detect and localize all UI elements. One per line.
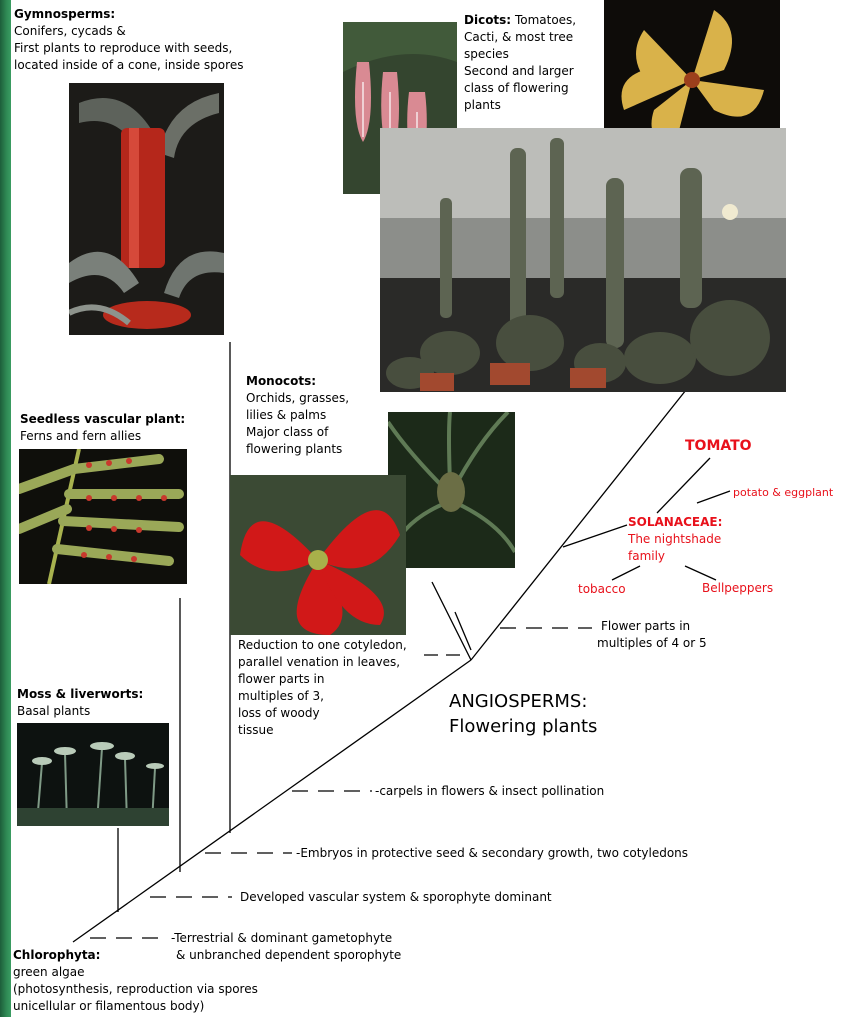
- monocots-line-3: Major class of: [246, 425, 329, 439]
- monocot-traits-line-6: tissue: [238, 723, 274, 737]
- monocot-traits-line-1: Reduction to one cotyledon,: [238, 638, 407, 652]
- monocot-branch-line: [431, 581, 472, 661]
- potato-eggplant-label: potato & eggplant: [733, 486, 834, 499]
- dicots-line-5: class of flowering: [464, 81, 569, 95]
- angiosperms-line-2: Flowering plants: [449, 716, 598, 737]
- left-edge-stripe: [0, 0, 11, 1017]
- chlorophyta-line-1: green algae: [13, 965, 85, 979]
- embryos-trait: -Embryos in protective seed & secondary …: [296, 846, 689, 860]
- seedless-title: Seedless vascular plant:: [20, 412, 186, 426]
- solanaceae-line-1: The nightshade: [628, 532, 722, 546]
- tomato-label: TOMATO: [685, 438, 752, 454]
- moss-line-1: Basal plants: [17, 704, 91, 718]
- dicots-line-4: Second and larger: [464, 64, 574, 78]
- gymnosperms-label: Gymnosperms: Conifers, cycads & First pl…: [14, 6, 243, 74]
- bellpeppers-label: Bellpeppers: [702, 581, 774, 595]
- solanaceae-line-2: family: [628, 549, 666, 563]
- tobacco-link-line: [611, 565, 641, 581]
- dicots-title: Dicots:: [464, 13, 512, 27]
- gymnosperm-cycad-photo: [69, 83, 224, 335]
- monocot-connector-line: [454, 611, 472, 651]
- seedless-vascular-label: Seedless vascular plant: Ferns and fern …: [20, 411, 185, 445]
- monocot-traits-line-2: parallel venation in leaves,: [238, 655, 401, 669]
- chlorophyta-line-3: unicellular or filamentous body): [13, 999, 205, 1013]
- dicots-line-6: plants: [464, 98, 501, 112]
- dicot-flower-trait-line-1: Flower parts in: [601, 619, 691, 633]
- solanaceae-label: SOLANACEAE: The nightshade family: [628, 514, 722, 565]
- chlorophyta-title: Chlorophyta:: [13, 948, 101, 962]
- gymnosperms-line-1: Conifers, cycads &: [14, 24, 126, 38]
- monocots-line-2: lilies & palms: [246, 408, 327, 422]
- moss-liverwort-photo: [17, 723, 169, 826]
- vascular-trait: Developed vascular system & sporophyte d…: [240, 890, 552, 904]
- monocot-traits-line-5: loss of woody: [238, 706, 320, 720]
- terrestrial-trait-line-1: -Terrestrial & dominant gametophyte: [171, 931, 393, 945]
- seedless-line-1: Ferns and fern allies: [20, 429, 142, 443]
- dicot-flower-trait-line-2: multiples of 4 or 5: [597, 636, 707, 650]
- monocot-traits-line-3: flower parts in: [238, 672, 325, 686]
- solanaceae-link-line: [562, 524, 628, 548]
- dicots-line-2: Cacti, & most tree: [464, 30, 574, 44]
- tobacco-label: tobacco: [578, 582, 626, 596]
- monocot-amaryllis-photo: [230, 475, 406, 635]
- dicots-label: Dicots: Tomatoes, Cacti, & most tree spe…: [464, 12, 576, 114]
- monocots-line-4: flowering plants: [246, 442, 343, 456]
- monocot-traits-line-4: multiples of 3,: [238, 689, 324, 703]
- bellpeppers-link-line: [684, 565, 717, 581]
- angiosperms-line-1: ANGIOSPERMS:: [449, 691, 588, 712]
- dicots-line-3: species: [464, 47, 509, 61]
- gymnosperms-line-3: located inside of a cone, inside spores: [14, 58, 244, 72]
- trunk-line: [72, 659, 472, 943]
- monocot-traits-label: Reduction to one cotyledon, parallel ven…: [238, 637, 407, 739]
- dicot-branch-line: [470, 389, 687, 661]
- angiosperms-label: ANGIOSPERMS: Flowering plants: [449, 689, 597, 739]
- monocots-label: Monocots: Orchids, grasses, lilies & pal…: [246, 373, 349, 458]
- monocot-pineapple-photo: [388, 412, 515, 568]
- solanaceae-title: SOLANACEAE:: [628, 515, 723, 529]
- moss-title: Moss & liverworts:: [17, 687, 144, 701]
- cacti-greenhouse-photo: [380, 128, 786, 392]
- gymnosperms-line-2: First plants to reproduce with seeds,: [14, 41, 233, 55]
- terrestrial-trait-line-2: & unbranched dependent sporophyte: [176, 948, 402, 962]
- fern-sori-photo: [19, 449, 187, 584]
- terrestrial-trait: -Terrestrial & dominant gametophyte & un…: [171, 930, 401, 964]
- potato-link-line: [696, 490, 731, 504]
- moss-label: Moss & liverworts: Basal plants: [17, 686, 143, 720]
- dicot-flower-trait: Flower parts in multiples of 4 or 5: [597, 618, 707, 652]
- dicots-line-1: Tomatoes,: [514, 13, 577, 27]
- chlorophyta-label: Chlorophyta: green algae (photosynthesis…: [13, 947, 258, 1015]
- monocots-title: Monocots:: [246, 374, 317, 388]
- gymnosperms-title: Gymnosperms:: [14, 7, 116, 21]
- tomato-link-line: [656, 457, 711, 514]
- monocots-line-1: Orchids, grasses,: [246, 391, 350, 405]
- carpels-trait: -carpels in flowers & insect pollination: [375, 784, 605, 798]
- chlorophyta-line-2: (photosynthesis, reproduction via spores: [13, 982, 258, 996]
